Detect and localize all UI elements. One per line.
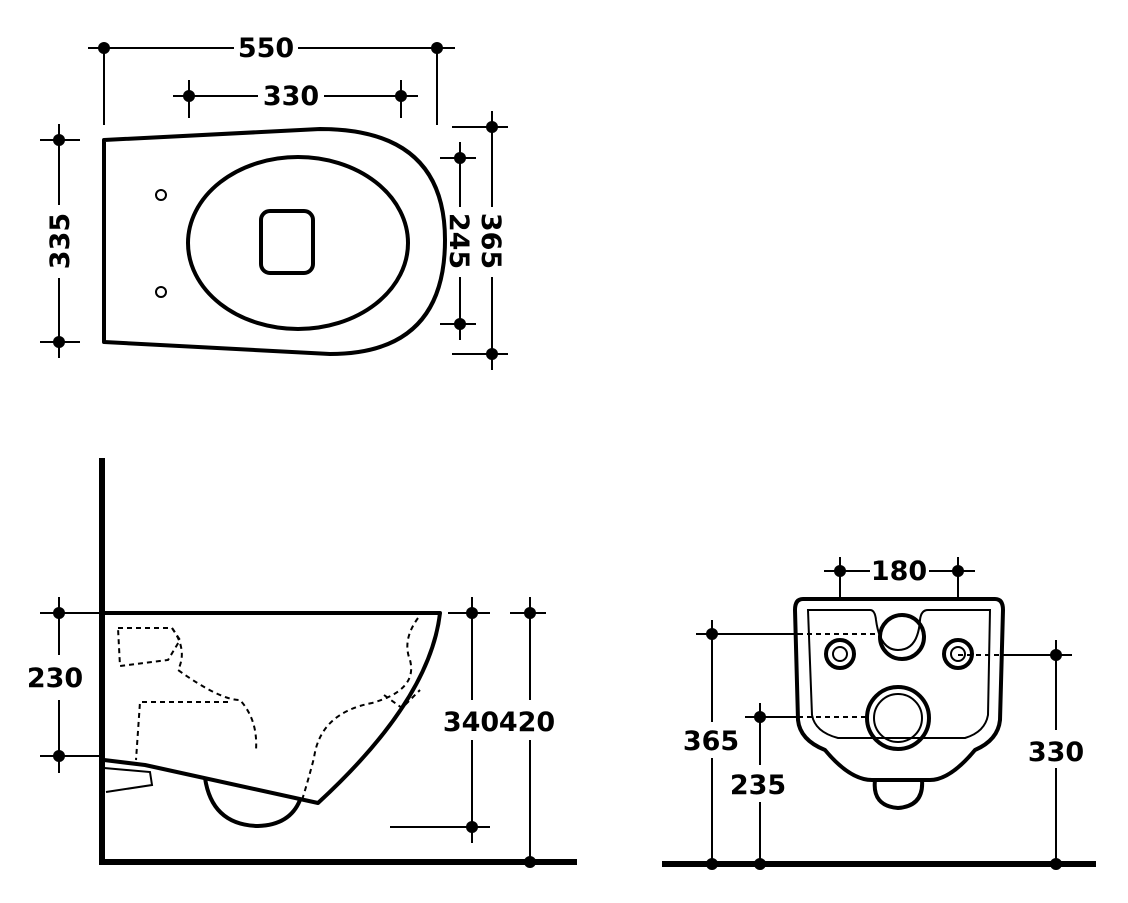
- top-view-fixing-hole-upper: [155, 189, 167, 201]
- rear-view-outline: [793, 597, 1005, 782]
- dim-550-label: 550: [238, 33, 294, 64]
- side-view-bracket: [103, 767, 154, 793]
- side-view-trap: [203, 777, 302, 828]
- rear-view: 180 365 235: [662, 556, 1096, 870]
- rear-view-fixing-left-inner: [832, 646, 848, 662]
- dim-335-label: 335: [45, 213, 76, 269]
- rear-view-outlet-inner: [873, 693, 923, 743]
- dim-235: 235: [730, 703, 868, 870]
- dim-245: 245: [440, 142, 476, 340]
- side-view-hidden-right: [301, 617, 419, 801]
- dim-330-top: 330: [173, 80, 418, 118]
- side-view-hidden-right-rim: [383, 689, 421, 710]
- dim-245-label: 245: [443, 213, 474, 269]
- dim-330-rear: 330: [958, 640, 1084, 870]
- side-view-hidden-inner-left: [117, 627, 182, 668]
- dim-420-label: 420: [499, 707, 555, 738]
- dim-340-label: 340: [443, 707, 499, 738]
- dim-235-label: 235: [730, 770, 786, 801]
- dim-330-top-label: 330: [263, 81, 319, 112]
- top-view-bowl-opening: [186, 155, 410, 331]
- rear-view-inner-recess: [806, 609, 992, 739]
- top-view-fixing-hole-lower: [155, 286, 167, 298]
- dim-365-top-label: 365: [475, 213, 506, 269]
- rear-view-fixing-right-inner: [950, 646, 966, 662]
- dim-230: 230: [27, 597, 100, 773]
- dim-335: 335: [40, 124, 80, 358]
- dim-180: 180: [824, 556, 975, 598]
- rear-view-fixing-left-outer: [824, 638, 856, 670]
- dim-230-label: 230: [27, 663, 83, 694]
- side-view-hidden-channel: [171, 627, 258, 751]
- side-view-hidden-lower: [135, 701, 228, 761]
- top-view-drain: [259, 209, 315, 275]
- dim-365-rear: 365: [683, 620, 880, 870]
- side-view-bowl: [103, 611, 442, 805]
- dim-365-rear-label: 365: [683, 726, 739, 757]
- dim-420: 420: [499, 597, 555, 868]
- dim-340: 340: [390, 597, 499, 843]
- rear-view-outlet-outer: [865, 685, 931, 751]
- side-view: 230 340 420: [27, 458, 577, 868]
- rear-view-water-inlet: [878, 613, 926, 661]
- dim-365-top: 365: [452, 111, 508, 370]
- dim-180-label: 180: [871, 556, 927, 587]
- dim-550: 550: [88, 33, 455, 125]
- top-view: 550 330 335: [40, 33, 508, 370]
- top-view-outline: [102, 127, 447, 356]
- dim-330-rear-label: 330: [1028, 737, 1084, 768]
- rear-view-trap: [872, 779, 925, 810]
